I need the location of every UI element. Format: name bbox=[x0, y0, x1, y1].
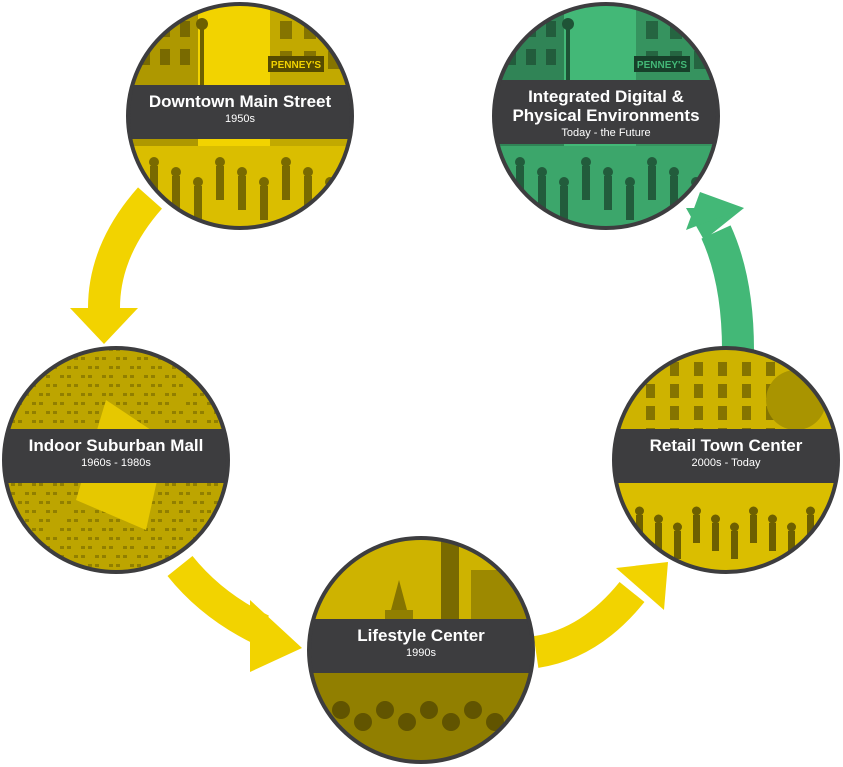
stage-ring bbox=[307, 536, 535, 764]
stage-ring bbox=[612, 346, 840, 574]
stage-circle-indoor-suburban-mall: Indoor Suburban Mall 1960s - 1980s bbox=[2, 346, 230, 574]
stage-label-band bbox=[128, 85, 352, 139]
stage-circle-downtown-main-street: PENNEY'S Downtown Main Street 1950s bbox=[126, 2, 354, 230]
svg-text:PENNEY'S: PENNEY'S bbox=[271, 60, 322, 71]
arrow-suburban-mall-to-lifestyle-center bbox=[167, 555, 302, 672]
stage-ring bbox=[126, 2, 354, 230]
stage-ring bbox=[2, 346, 230, 574]
arrow-lifestyle-center-to-town-center bbox=[533, 562, 668, 668]
stage-label-band bbox=[614, 429, 838, 483]
svg-text:PENNEY'S: PENNEY'S bbox=[637, 60, 688, 71]
stage-circle-lifestyle-center: Lifestyle Center 1990s bbox=[307, 536, 535, 764]
stage-circle-retail-town-center: Retail Town Center 2000s - Today bbox=[612, 346, 840, 574]
stage-subtitle: 1950s bbox=[225, 113, 255, 125]
stage-subtitle: 1960s - 1980s bbox=[81, 457, 151, 469]
stage-subtitle: 1990s bbox=[406, 647, 436, 659]
stage-label-band bbox=[4, 429, 228, 483]
stage-title: Physical Environments bbox=[512, 106, 699, 125]
stage-subtitle: Today - the Future bbox=[561, 127, 650, 139]
stage-title: Downtown Main Street bbox=[149, 92, 332, 111]
stage-circle-integrated-digital-physical: PENNEY'S Integrated Digital &Physical Env… bbox=[492, 2, 720, 230]
stage-title: Retail Town Center bbox=[650, 436, 803, 455]
stage-ring bbox=[492, 2, 720, 230]
arrow-town-center-to-digital-environments bbox=[686, 192, 754, 351]
stage-title: Lifestyle Center bbox=[357, 626, 485, 645]
arrow-main-street-to-suburban-mall bbox=[70, 187, 163, 344]
stage-label-band bbox=[309, 619, 533, 673]
stage-title: Integrated Digital & bbox=[528, 87, 684, 106]
stage-subtitle: 2000s - Today bbox=[692, 457, 761, 469]
stage-title: Indoor Suburban Mall bbox=[29, 436, 204, 455]
stage-label-band bbox=[494, 80, 718, 144]
